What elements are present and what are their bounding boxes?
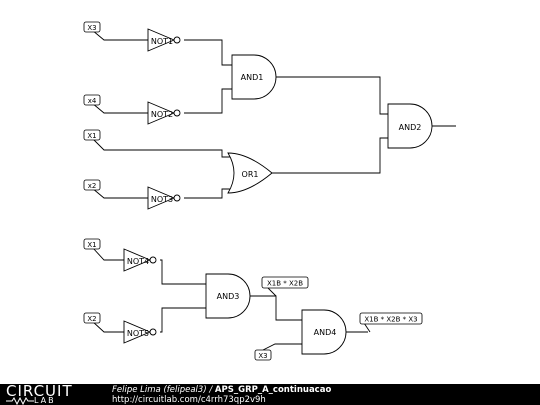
- resistor-icon: [6, 397, 34, 405]
- project-name[interactable]: APS_GRP_A_continuacao: [214, 385, 332, 395]
- and1-label: AND1: [241, 73, 264, 82]
- and4-gate[interactable]: AND4: [301, 309, 347, 355]
- not3-gate[interactable]: NOT3: [147, 186, 181, 210]
- wires: [91, 29, 456, 351]
- input-x2-label: x2: [88, 182, 97, 190]
- and1-gate[interactable]: AND1: [231, 54, 277, 100]
- input-x1[interactable]: X1: [83, 129, 101, 141]
- input-x1-label: X1: [87, 132, 96, 140]
- input-x3[interactable]: X3: [83, 21, 101, 33]
- not1-label: NOT1: [151, 37, 173, 46]
- input-x3-label: X3: [87, 24, 96, 32]
- not4-label: NOT4: [127, 257, 149, 266]
- input-x2-lower[interactable]: X2: [83, 312, 101, 324]
- logo-text-lab: LAB: [34, 396, 56, 405]
- footer-bar: CIRCUIT LAB Felipe Lima (felipeal3) / AP…: [0, 384, 540, 405]
- logo-text-circuit: CIRCUIT: [6, 382, 73, 400]
- not2-label: NOT2: [151, 110, 173, 119]
- and2-label: AND2: [399, 123, 422, 132]
- not4-gate[interactable]: NOT4: [123, 248, 157, 272]
- not3-label: NOT3: [151, 195, 173, 204]
- input-x4[interactable]: x4: [83, 94, 101, 106]
- input-x1-lower[interactable]: X1: [83, 238, 101, 250]
- circuitlab-logo[interactable]: CIRCUIT LAB: [4, 382, 96, 405]
- probe-x1b-x2b-label: X1B * X2B: [267, 280, 303, 288]
- input-x2[interactable]: x2: [83, 179, 101, 191]
- footer-credits: Felipe Lima (felipeal3) / APS_GRP_A_cont…: [112, 385, 331, 395]
- not1-gate[interactable]: NOT1: [147, 28, 181, 52]
- probe-x1b-x2b-x3[interactable]: X1B * X2B * X3: [359, 312, 423, 325]
- or1-label: OR1: [242, 170, 259, 179]
- not5-gate[interactable]: NOT5: [123, 320, 157, 344]
- input-x1-lower-label: X1: [87, 241, 96, 249]
- input-x2-lower-label: X2: [87, 315, 96, 323]
- not2-gate[interactable]: NOT2: [147, 101, 181, 125]
- and4-label: AND4: [314, 328, 337, 337]
- not5-label: NOT5: [127, 329, 149, 338]
- input-x3-lower-label: X3: [258, 352, 267, 360]
- and2-gate[interactable]: AND2: [387, 103, 433, 149]
- input-x4-label: x4: [88, 97, 97, 105]
- probe-x1b-x2b[interactable]: X1B * X2B: [261, 276, 309, 289]
- and3-label: AND3: [217, 292, 240, 301]
- footer-separator: /: [209, 385, 213, 395]
- author-name[interactable]: Felipe Lima (felipeal3): [112, 385, 207, 395]
- and3-gate[interactable]: AND3: [205, 273, 251, 319]
- project-url[interactable]: http://circuitlab.com/c4rrh73qp2v9h: [112, 395, 266, 405]
- schematic-canvas: NOT1 NOT2 NOT3 NOT4 NOT5 AND1 AND2 AND3 …: [83, 21, 456, 361]
- input-x3-lower[interactable]: X3: [254, 349, 272, 361]
- probe-x1b-x2b-x3-label: X1B * X2B * X3: [364, 316, 417, 324]
- or1-gate[interactable]: OR1: [227, 152, 273, 194]
